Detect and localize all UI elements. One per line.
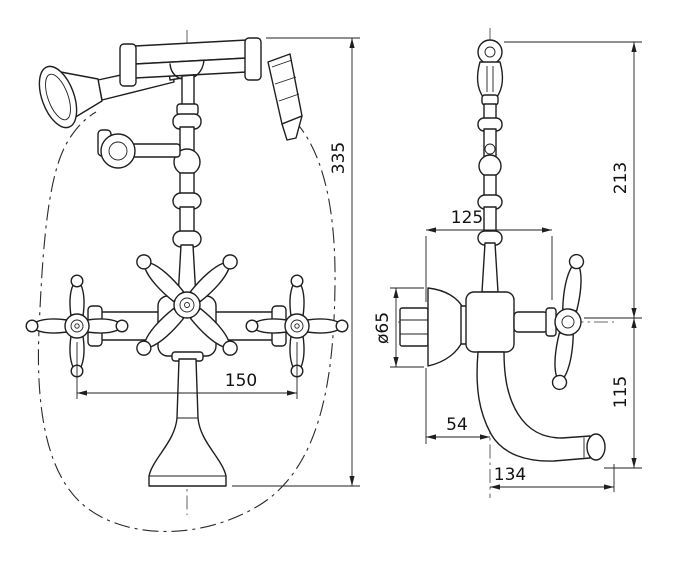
cradle: [119, 37, 262, 107]
left-cross-handle: [25, 274, 129, 378]
fork-ring-inner: [484, 46, 496, 58]
column-shaft-2: [179, 172, 195, 196]
dim-label-holder-height: 213: [611, 162, 631, 194]
spout-bell-body: [148, 358, 227, 487]
dim-overall-height: 335: [232, 37, 360, 487]
side-column-ball: [478, 154, 502, 178]
dim-label-flange-diameter: ø65: [373, 312, 393, 344]
wall-mount: [399, 287, 470, 367]
dim-handle-spacing: 150: [76, 342, 298, 399]
column-shaft-3: [179, 206, 195, 234]
side-body: [465, 291, 515, 353]
side-column-shaft-1: [483, 128, 497, 158]
side-spout-outlet: [586, 433, 606, 461]
left-handle-hub-ring: [70, 319, 84, 333]
side-handle-hub: [554, 308, 582, 336]
dim-label-wall-to-spout-axis: 54: [446, 415, 468, 435]
side-handle-hub-ring: [561, 315, 575, 329]
spout-bell-rings: [149, 417, 226, 477]
dim-label-top-depth: 125: [451, 208, 483, 228]
right-handle-hub-ring: [290, 319, 304, 333]
right-handle-hub: [284, 313, 310, 339]
center-handle-hub: [173, 291, 201, 319]
cradle-right-post: [244, 37, 262, 81]
handshower-face-ring: [45, 73, 71, 121]
side-column-shaft-3: [483, 206, 497, 234]
cradle-left-post: [119, 43, 137, 87]
hose-nipple-tip: [281, 115, 303, 141]
side-cross-handle: [513, 252, 586, 392]
right-cross-handle: [245, 274, 349, 378]
side-column-taper: [481, 242, 499, 293]
front-view: 335 150: [25, 30, 360, 533]
hose-nipple-hatching: [271, 59, 300, 102]
side-column-shaft-2: [483, 174, 497, 198]
diverter-knob: [97, 129, 181, 169]
fork-clevis: [476, 61, 504, 98]
fork-ring: [477, 39, 503, 65]
column-shaft-1: [179, 126, 195, 152]
shower-hose-dashed-loop: [37, 111, 336, 533]
holder-fork: [476, 39, 504, 106]
cradle-support: [181, 74, 195, 107]
hose-nipple: [267, 53, 303, 141]
hose-nipple-body: [267, 53, 303, 125]
side-view: 213 115 125 ø65 54 134: [373, 28, 642, 498]
dim-label-spout-height: 115: [611, 376, 631, 408]
dim-spout-height: 115: [604, 318, 642, 469]
left-handle-hub: [64, 313, 90, 339]
spout-bell: [148, 351, 227, 487]
dim-flange-diameter: ø65: [373, 287, 424, 368]
dim-holder-height: 213: [504, 41, 642, 319]
dim-label-spout-reach: 134: [494, 465, 526, 485]
side-column-hole: [484, 143, 496, 155]
diverter-wheel-ring: [108, 141, 128, 161]
dim-label-overall-height: 335: [329, 142, 349, 174]
center-handle-hub-ring: [179, 297, 195, 313]
wall-flange: [427, 287, 464, 367]
dim-top-depth: 125: [425, 208, 553, 302]
side-spout: [476, 351, 606, 462]
side-spout-body: [476, 351, 591, 462]
left-handle-screw: [74, 323, 80, 329]
diverter-wheel: [100, 133, 136, 169]
dim-label-handle-spacing: 150: [225, 371, 257, 391]
dim-spout-reach: 134: [490, 464, 615, 492]
wall-hex-nut: [399, 307, 429, 347]
right-handle-screw: [294, 323, 300, 329]
diverter-stem: [129, 143, 181, 158]
center-handle-screw: [184, 302, 190, 308]
side-column: [477, 103, 503, 293]
riser-column: [172, 103, 202, 299]
dim-wall-to-spout-axis: 54: [425, 368, 490, 444]
fork-slot: [486, 66, 494, 92]
handshower-face: [38, 65, 78, 129]
side-handle-stem: [513, 311, 549, 333]
center-cross-handle: [133, 251, 241, 359]
wall-hex-facets: [400, 319, 428, 335]
